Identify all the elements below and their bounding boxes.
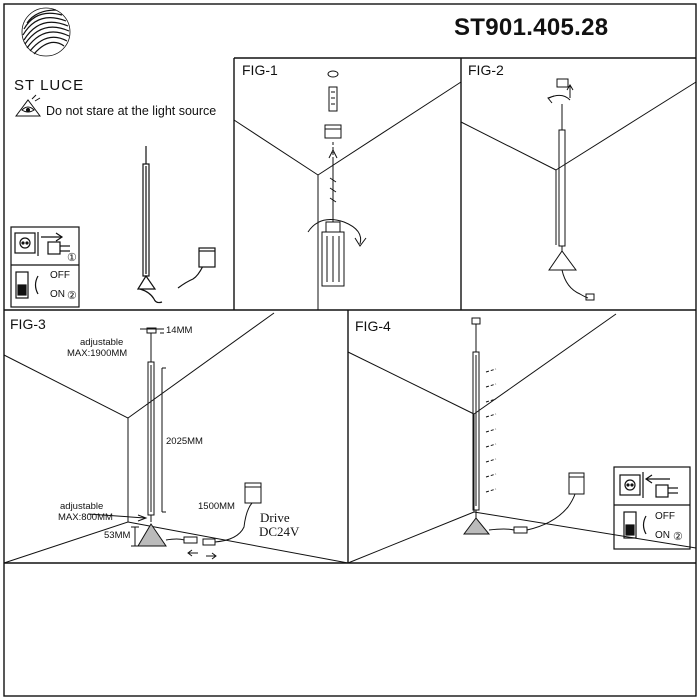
- fig4-title: FIG-4: [355, 318, 391, 334]
- power-step2-marker-fig4: ②: [673, 531, 683, 543]
- bottom-adjustable-label: adjustable: [60, 501, 104, 512]
- fig4-installed-illustration: [347, 313, 697, 564]
- tube-length-label: 2025MM: [166, 436, 203, 447]
- fig3-installation-illustration: [3, 312, 349, 564]
- base-height-label: 53MM: [104, 530, 131, 541]
- power-step1-marker: ①: [67, 252, 77, 264]
- driver-label: Drive: [260, 510, 290, 525]
- eye-warning-icon: [15, 94, 41, 117]
- power-panel-right: [613, 466, 691, 550]
- power-panel-left: [10, 226, 80, 308]
- power-on-label-fig4: ON: [655, 530, 670, 541]
- power-off-label-fig4: OFF: [655, 511, 675, 522]
- lamp-overview-illustration: [136, 146, 216, 304]
- brand-logo-icon: [21, 7, 71, 57]
- power-on-label: ON: [50, 289, 65, 300]
- canopy-height-label: 14MM: [166, 325, 193, 336]
- fig3-title: FIG-3: [10, 316, 46, 332]
- top-adjustable-label: adjustable: [80, 337, 124, 348]
- model-code: ST901.405.28: [454, 14, 609, 41]
- fig1-ceiling-illustration: [233, 70, 462, 310]
- sheet-frame: [3, 3, 697, 697]
- driver-voltage-label: DC24V: [259, 524, 300, 539]
- power-step2-marker: ②: [67, 290, 77, 302]
- cable-length-label: 1500MM: [198, 501, 235, 512]
- light-rays: [485, 368, 497, 493]
- warning-text: Do not stare at the light source: [46, 104, 217, 118]
- top-max-label: MAX:1900MM: [67, 348, 128, 359]
- fig1-title: FIG-1: [242, 62, 278, 78]
- fig2-ceiling-illustration: [460, 78, 697, 301]
- fig2-title: FIG-2: [468, 62, 504, 78]
- brand-name: ST LUCE: [14, 77, 85, 94]
- power-off-label: OFF: [50, 270, 70, 281]
- bottom-max-label: MAX:800MM: [58, 512, 113, 523]
